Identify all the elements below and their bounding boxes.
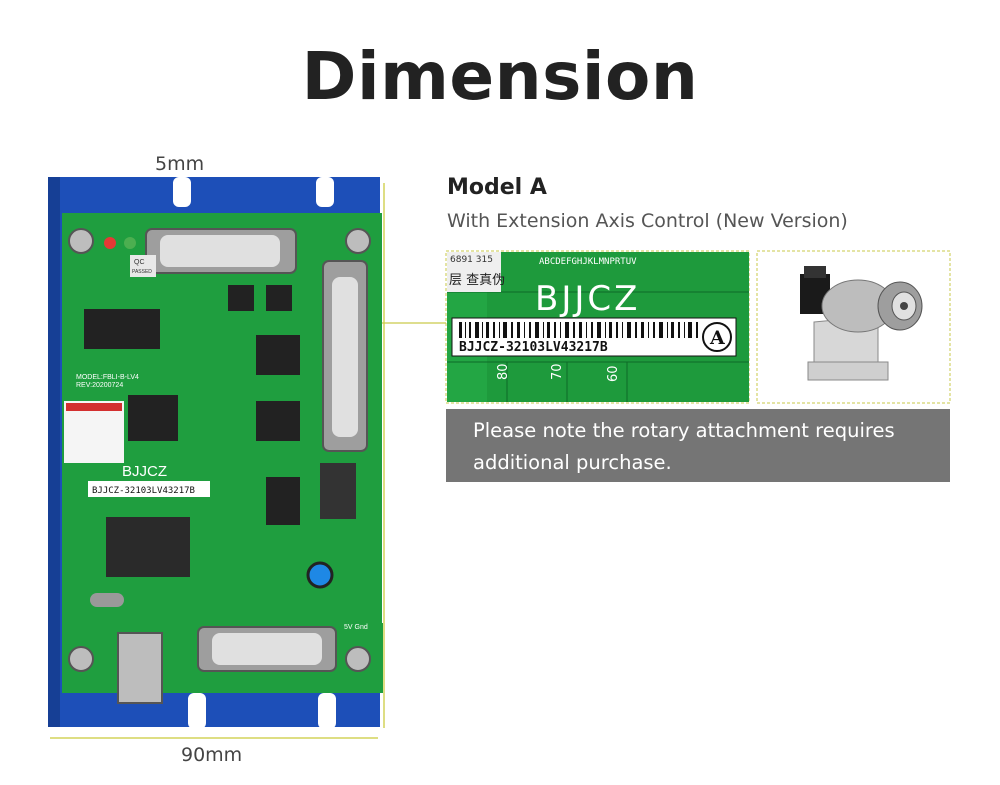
model-title: Model A xyxy=(447,175,547,200)
warranty-sticker xyxy=(64,401,124,463)
chinese-label-text: 层 查真伪 xyxy=(449,273,505,288)
chip xyxy=(128,395,178,441)
screw xyxy=(345,646,371,672)
serial-sticker xyxy=(88,481,210,497)
case-notch xyxy=(173,177,191,207)
board-brand-text: BJJCZ xyxy=(122,463,167,480)
note-line-2: additional purchase. xyxy=(473,451,672,474)
screw xyxy=(68,646,94,672)
rotary-attachment-photo xyxy=(758,252,948,402)
inductor xyxy=(306,561,334,589)
note-line-1: Please note the rotary attachment requir… xyxy=(473,419,895,442)
board-rev-text: REV:20200724 xyxy=(76,382,123,389)
alphabet-text: ABCDEFGHJKLMNPRTUV xyxy=(539,257,637,267)
case-notch xyxy=(188,693,206,729)
mcu-chip xyxy=(106,517,190,577)
green-led xyxy=(124,237,136,249)
controller-board-image: BJJCZ-32103LV43217B BJJCZ MODEL:FBLI-B-L… xyxy=(48,177,383,729)
rotary-photo-frame xyxy=(756,250,951,404)
ruler-mark: 80 xyxy=(496,363,511,380)
zoom-photo-frame xyxy=(445,250,750,404)
screw xyxy=(345,228,371,254)
code-text: 6891 315 xyxy=(450,255,493,265)
usb-port xyxy=(117,632,163,704)
chip xyxy=(256,335,300,375)
qc-status-text: PASSED xyxy=(132,269,152,275)
rotary-base xyxy=(807,361,889,381)
case-notch xyxy=(318,693,336,729)
chip xyxy=(256,401,300,441)
crystal xyxy=(90,593,124,607)
rotary-purchase-note: Please note the rotary attachment requir… xyxy=(446,409,950,482)
screw xyxy=(68,228,94,254)
regulator xyxy=(320,463,356,519)
power-label: 5V Gnd xyxy=(344,624,368,631)
model-subtitle: With Extension Axis Control (New Version… xyxy=(447,210,848,232)
chip xyxy=(228,285,254,311)
serial-letter-text: A xyxy=(709,327,725,349)
width-dimension-bottom: 90mm xyxy=(181,744,243,766)
brand-text: BJJCZ xyxy=(535,279,640,319)
width-dimension-top: 5mm xyxy=(155,153,205,175)
code-sticker xyxy=(447,252,501,292)
ruler-mark: 60 xyxy=(606,365,621,382)
board-model-text: MODEL:FBLI-B-LV4 xyxy=(76,374,139,381)
memory-chip xyxy=(84,309,160,349)
board-serial-text: BJJCZ-32103LV43217B xyxy=(92,486,195,496)
serial-number-text: BJJCZ-32103LV43217B xyxy=(459,340,608,355)
chip xyxy=(266,285,292,311)
page-title: Dimension xyxy=(301,38,699,115)
chip xyxy=(266,477,300,525)
zoomed-serial-photo: 6891 315 层 查真伪 ABCDEFGHJKLMNPRTUV BJJCZ … xyxy=(447,252,749,402)
qc-sticker xyxy=(130,255,156,277)
barcode xyxy=(459,322,698,338)
red-led xyxy=(104,237,116,249)
ruler-mark: 70 xyxy=(550,363,565,380)
serial-letter-circle xyxy=(702,322,732,352)
case-notch xyxy=(316,177,334,207)
qc-text: QC xyxy=(134,259,145,266)
